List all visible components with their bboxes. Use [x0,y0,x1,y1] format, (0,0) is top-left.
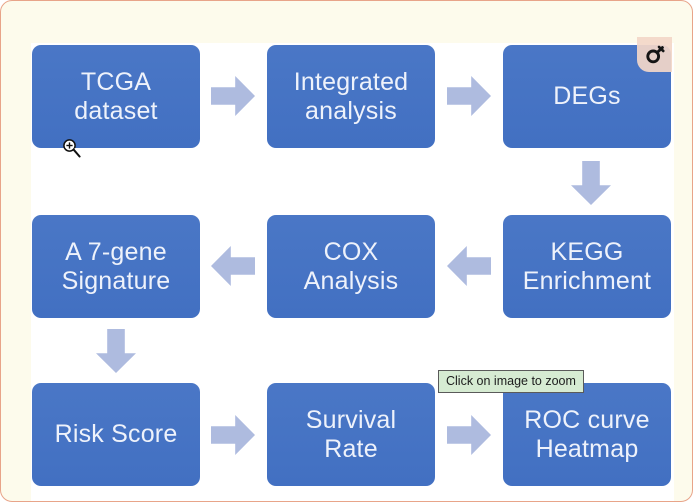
zoom-badge-button[interactable] [637,37,672,72]
flow-box-tcga: TCGA dataset [32,45,200,148]
arrow-right-tcga-to-integrated [211,76,255,116]
arrow-right-risk-score-to-survival-rate [211,415,255,455]
arrow-right-survival-rate-to-roc [447,415,491,455]
arrow-down-degs-to-kegg [571,161,611,205]
magnifier-icon [644,44,666,66]
flow-box-survival-rate: Survival Rate [267,383,435,486]
flow-box-cox-analysis: COX Analysis [267,215,435,318]
flow-box-roc-curve-heatmap: ROC curve Heatmap [503,383,671,486]
arrow-right-integrated-to-degs [447,76,491,116]
zoom-tooltip: Click on image to zoom [438,370,584,394]
flow-box-risk-score: Risk Score [32,383,200,486]
flow-box-seven-gene-signature: A 7-gene Signature [32,215,200,318]
arrow-down-signature-to-risk-score [96,329,136,373]
arrow-left-kegg-to-cox [447,246,491,286]
arrow-left-cox-to-signature [211,246,255,286]
flow-box-integrated-analysis: Integrated analysis [267,45,435,148]
flowchart-image[interactable]: TCGA dataset Integrated analysis DEGs A … [31,37,674,501]
flow-box-kegg-enrichment: KEGG Enrichment [503,215,671,318]
